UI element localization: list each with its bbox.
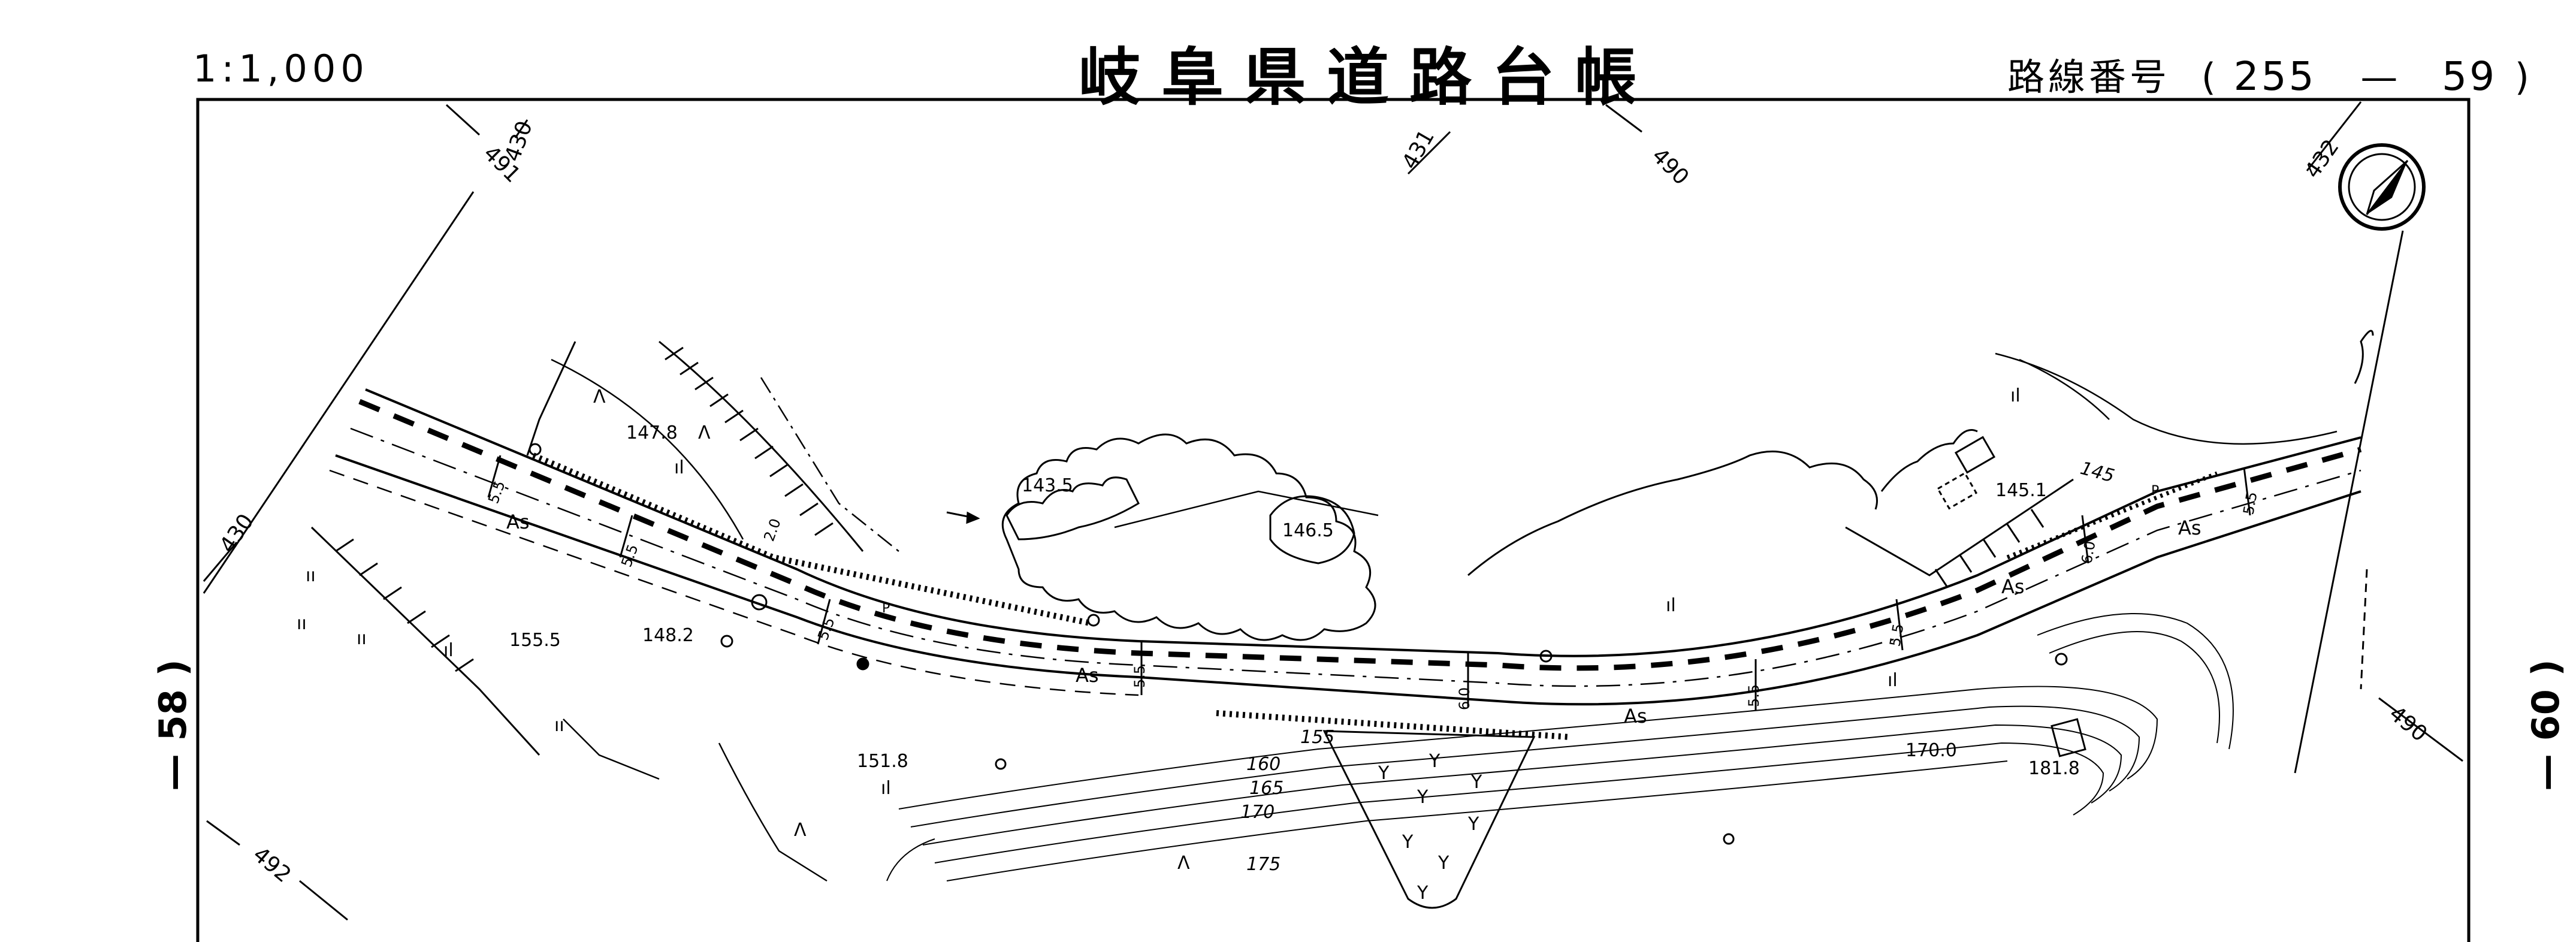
symbol-field: ıl xyxy=(2010,385,2021,406)
page-title: 岐阜県道路台帳 xyxy=(1079,41,1658,114)
contour-lines xyxy=(886,613,2234,881)
sheet-boundary-right xyxy=(2294,230,2404,774)
symbol-orchard: Y xyxy=(1402,832,1414,853)
symbol-orchard: Y xyxy=(1467,814,1479,835)
route-number-label: 路線番号 xyxy=(2007,55,2171,99)
grid-label-432: 432 xyxy=(2300,135,2344,183)
symbol-orchard: Y xyxy=(1470,772,1482,793)
symbol-orchard: Y xyxy=(1378,763,1390,784)
symbol-broadleaf: Λ xyxy=(593,387,606,407)
route-close-paren: ) xyxy=(2514,55,2529,99)
symbol-broadleaf: Λ xyxy=(794,820,807,841)
pavement-as-4: As xyxy=(2001,575,2025,598)
grid-label-430-top: 430 xyxy=(500,117,537,165)
width-5-5-g: 5.5 xyxy=(2240,491,2260,516)
contour-label-160: 160 xyxy=(1246,754,1281,775)
contour-label-170: 170 xyxy=(1240,802,1275,823)
width-5-5-f: 5.5 xyxy=(1886,623,1907,648)
pavement-as-1: As xyxy=(506,511,530,533)
route-separator: — xyxy=(2360,55,2398,99)
elevation-170-0: 170.0 xyxy=(1905,740,1957,761)
symbol-orchard: Y xyxy=(1417,883,1429,904)
symbol-field: ıl xyxy=(1888,670,1898,691)
elevation-146-5: 146.5 xyxy=(1282,520,1334,541)
symbol-orchard: Y xyxy=(1429,751,1440,772)
pavement-p-2: P xyxy=(2151,484,2159,499)
point-symbols xyxy=(529,443,2068,845)
pavement-p-1: P xyxy=(882,601,890,616)
structures xyxy=(1936,436,2368,757)
grid-label-490-top: 490 xyxy=(1647,143,1694,190)
width-5-5-c: 5.5 xyxy=(814,615,838,642)
route-number-block: 路線番号 ( 255 — 59 ) xyxy=(2007,47,2535,101)
traffic-direction-arrow-icon xyxy=(946,511,980,524)
symbol-orchard: Y xyxy=(1438,853,1449,874)
width-6-0-b: 6.0 xyxy=(2078,540,2098,565)
grid-ticks xyxy=(203,101,2463,921)
pavement-as-2: As xyxy=(1076,664,1099,687)
elevation-147-8: 147.8 xyxy=(626,422,678,443)
width-2-0: 2.0 xyxy=(760,517,784,544)
width-5-5-d: 5.5 xyxy=(1131,665,1148,688)
symbol-field: ıl xyxy=(881,778,891,799)
field-boundaries xyxy=(551,352,2338,882)
orchard-area xyxy=(1322,730,1536,909)
width-5-5-b: 5.5 xyxy=(618,542,641,569)
north-arrow-icon xyxy=(2338,143,2426,231)
grid-label-430-left: 430 xyxy=(215,509,259,557)
symbol-grass: ıı xyxy=(306,565,316,586)
elevation-143-5: 143.5 xyxy=(1022,475,1073,496)
pavement-as-5: As xyxy=(2178,517,2201,539)
symbol-broadleaf: Λ xyxy=(698,422,711,443)
symbol-field: ıl xyxy=(674,457,684,478)
contour-labels: 145 155 160 165 170 175 xyxy=(1240,458,2116,875)
symbol-field: ıl xyxy=(1666,595,1676,616)
symbol-grass: ıı xyxy=(554,715,564,736)
route-number: 255 xyxy=(2233,53,2317,99)
sheet-header: 1:1,000 岐阜県道路台帳 路線番号 ( 255 — 59 ) xyxy=(0,0,2576,114)
width-5-5-e: 5.5 xyxy=(1745,684,1762,707)
contour-label-155: 155 xyxy=(1300,727,1334,748)
elevation-155-5: 155.5 xyxy=(509,630,561,651)
route-sheet-number: 59 xyxy=(2442,53,2498,99)
symbol-broadleaf: Λ xyxy=(1177,853,1190,874)
elevation-181-8: 181.8 xyxy=(2028,758,2080,779)
land-use-symbols: Λ Λ Λ Λ ıl ıl ıl ıl ıl ıl ıı ıı ıı ıı Y … xyxy=(297,385,2021,904)
sheet-boundary-left xyxy=(203,191,475,594)
map-scale: 1:1,000 xyxy=(193,47,369,90)
symbol-grass: ıı xyxy=(357,628,367,649)
contour-label-165: 165 xyxy=(1249,778,1284,799)
width-6-0-a: 6.0 xyxy=(1456,687,1473,710)
route-open-paren: ( xyxy=(2201,55,2216,99)
contour-label-145: 145 xyxy=(2078,458,2116,487)
elevation-145-1: 145.1 xyxy=(1995,480,2047,501)
tree-canopy xyxy=(1001,330,2374,641)
road-prefectural-255 xyxy=(329,388,2362,740)
grid-label-492: 492 xyxy=(248,842,295,887)
pavement-as-3: As xyxy=(1624,705,1647,727)
symbol-orchard: Y xyxy=(1417,787,1429,808)
symbol-field: ıl xyxy=(443,640,454,661)
contour-label-175: 175 xyxy=(1246,854,1281,875)
width-5-5-a: 5.5 xyxy=(485,479,508,506)
elevation-151-8: 151.8 xyxy=(857,751,908,772)
slope-hachures xyxy=(310,340,2074,756)
spot-heights: 147.8 143.5 146.5 155.5 148.2 151.8 145.… xyxy=(509,422,2080,779)
map-frame xyxy=(196,98,2471,942)
symbol-grass: ıı xyxy=(297,613,307,634)
width-dimension-ticks xyxy=(487,455,2251,710)
elevation-148-2: 148.2 xyxy=(642,625,694,646)
